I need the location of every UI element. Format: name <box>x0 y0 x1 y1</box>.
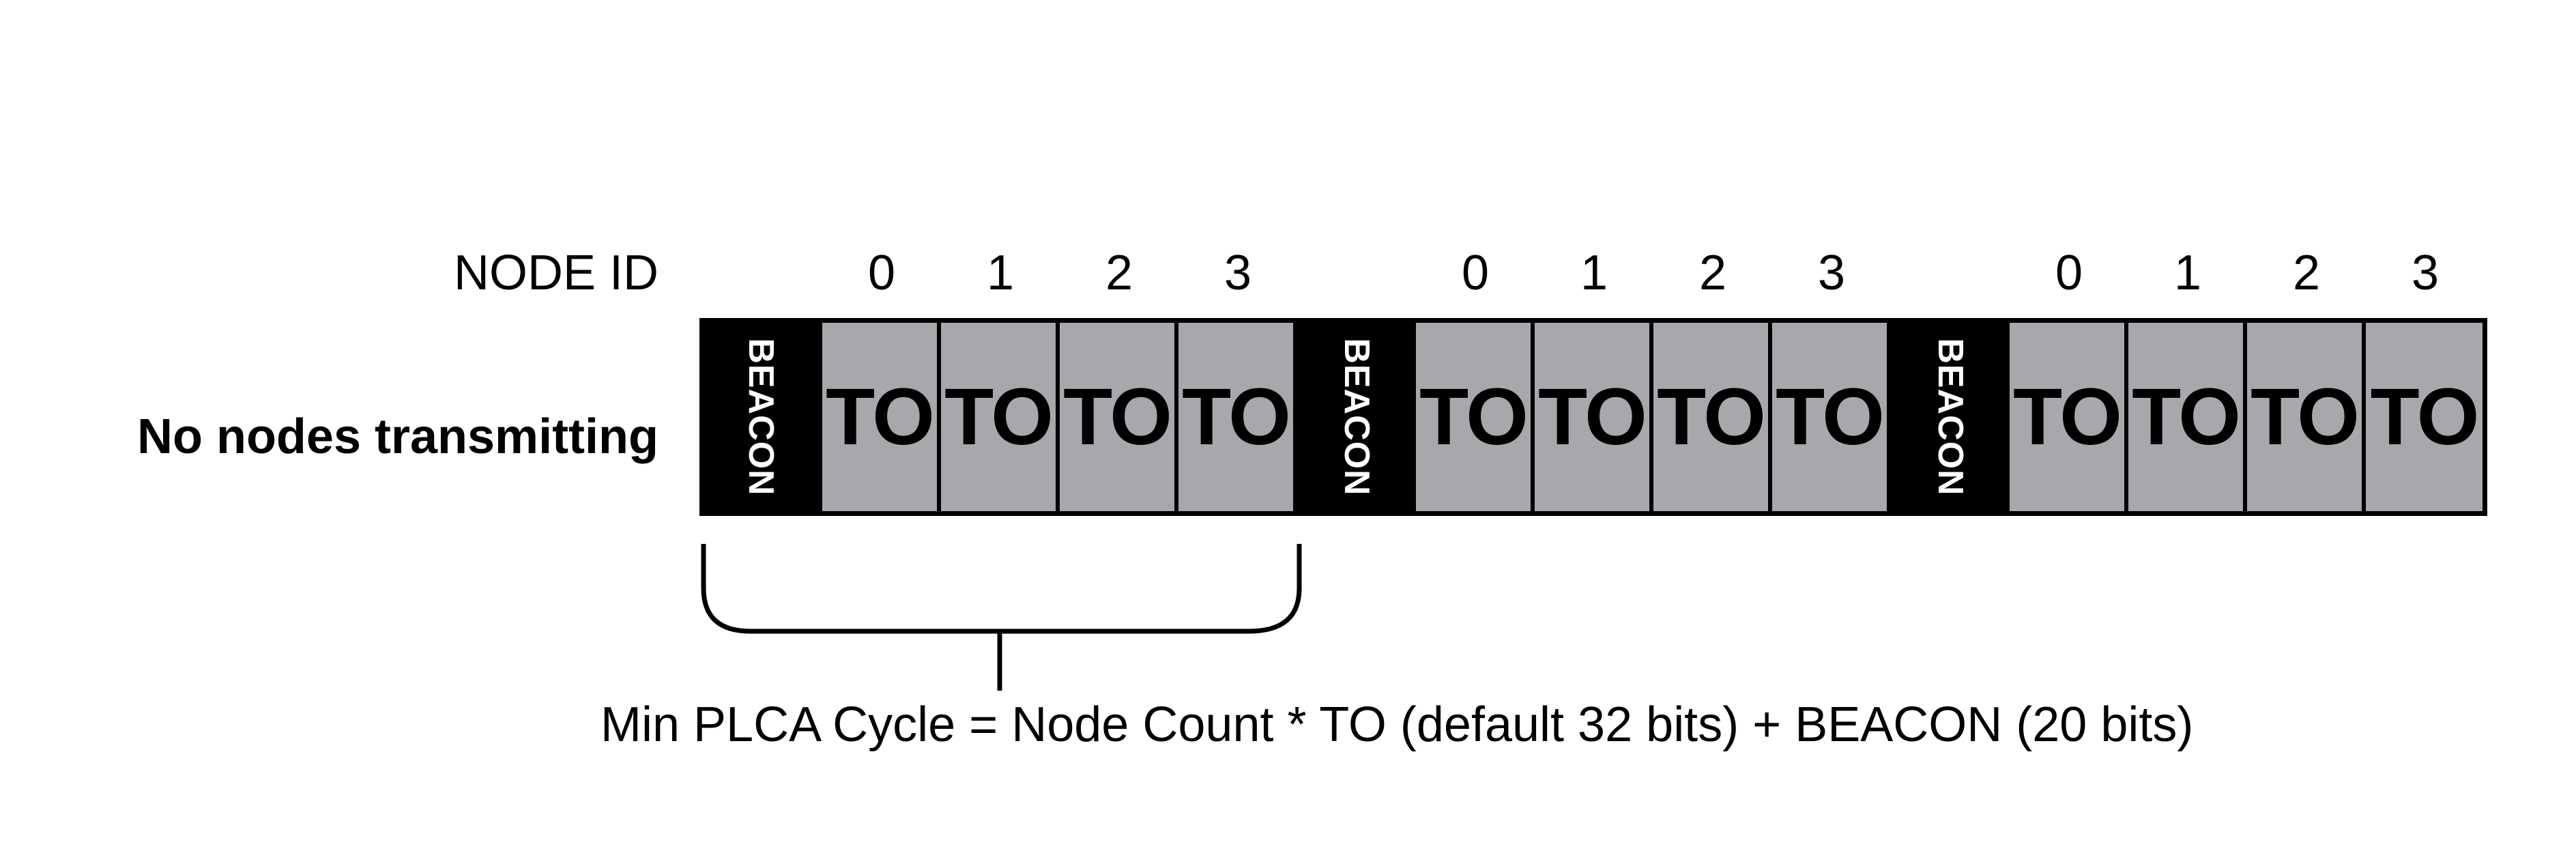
beacon-slot: BEACON <box>699 318 822 516</box>
node-id-number: 0 <box>2055 246 2083 300</box>
node-id-number: 0 <box>867 246 896 300</box>
node-id-number: 1 <box>986 246 1015 300</box>
cycle-formula: Min PLCA Cycle = Node Count * TO (defaul… <box>600 697 2194 752</box>
to-slot: TO <box>1772 318 1891 516</box>
to-slot: TO <box>1060 318 1178 516</box>
node-id-number: 3 <box>2411 246 2440 300</box>
node-id-number: 2 <box>1698 246 1727 300</box>
node-id-number: 3 <box>1817 246 1846 300</box>
node-id-number: 1 <box>1580 246 1608 300</box>
plca-timeline: BEACON TO TO TO TO BEACON TO TO TO TO BE… <box>699 318 2487 516</box>
to-slot: TO <box>2128 318 2247 516</box>
node-id-label: NODE ID <box>453 246 659 300</box>
node-id-number: 1 <box>2173 246 2202 300</box>
to-slot: TO <box>941 318 1060 516</box>
beacon-slot: BEACON <box>1297 318 1416 516</box>
to-slot: TO <box>1416 318 1535 516</box>
node-id-number: 2 <box>2292 246 2321 300</box>
node-id-number: 2 <box>1105 246 1133 300</box>
beacon-slot: BEACON <box>1891 318 2010 516</box>
node-id-number: 3 <box>1224 246 1252 300</box>
brace-curve <box>701 544 1302 634</box>
node-id-number: 0 <box>1461 246 1490 300</box>
to-slot: TO <box>822 318 941 516</box>
to-slot: TO <box>2247 318 2366 516</box>
to-slot: TO <box>1178 318 1297 516</box>
to-slot: TO <box>2366 318 2487 516</box>
to-slot: TO <box>2010 318 2128 516</box>
row-label: No nodes transmitting <box>136 409 659 464</box>
to-slot: TO <box>1653 318 1772 516</box>
to-slot: TO <box>1535 318 1653 516</box>
